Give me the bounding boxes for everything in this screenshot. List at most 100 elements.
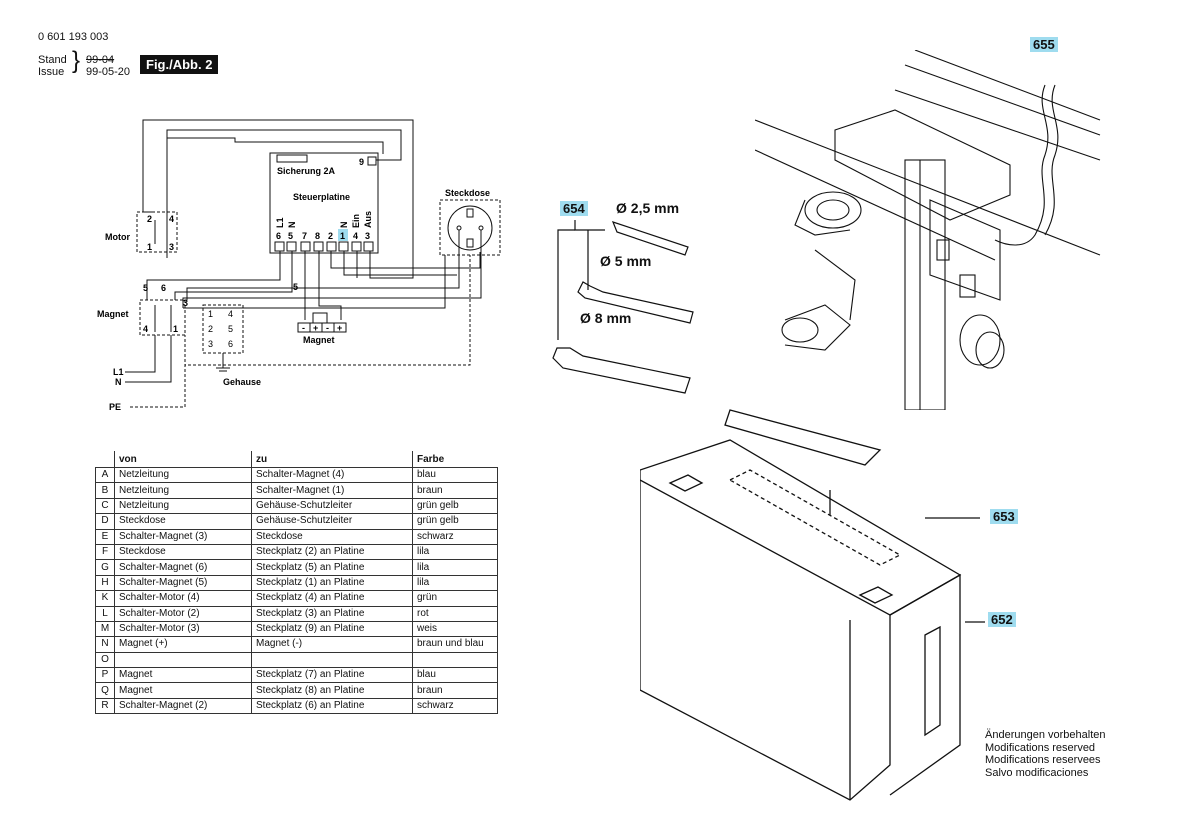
- row-code: Q: [95, 682, 115, 699]
- svg-text:4: 4: [353, 231, 358, 241]
- row-color: braun: [412, 682, 498, 699]
- row-code: L: [95, 605, 115, 622]
- row-to: Steckplatz (2) an Platine: [251, 543, 413, 561]
- old-date: 99-04: [86, 54, 115, 66]
- key-size-2: Ø 5 mm: [600, 253, 652, 269]
- row-to: Steckplatz (8) an Platine: [251, 682, 413, 699]
- svg-text:7: 7: [302, 231, 307, 241]
- row-to: Steckplatz (6) an Platine: [251, 697, 413, 715]
- row-from: Schalter-Magnet (5): [114, 574, 252, 592]
- magnet-switch: [139, 299, 186, 336]
- row-from: Steckdose: [114, 543, 252, 561]
- svg-text:5: 5: [288, 231, 293, 241]
- wiring-diagram: Sicherung 2A Steuerplatine 9 6 5 7 8 2 1…: [97, 119, 501, 412]
- note-de: Änderungen vorbehalten: [985, 729, 1106, 741]
- svg-text:2: 2: [328, 231, 333, 241]
- svg-text:6: 6: [161, 283, 166, 293]
- row-color: rot: [412, 605, 498, 622]
- row-color: [412, 651, 498, 669]
- row-from: Magnet: [114, 682, 252, 699]
- svg-text:4: 4: [169, 214, 174, 224]
- svg-text:4: 4: [228, 309, 233, 319]
- row-from: Schalter-Motor (4): [114, 590, 252, 607]
- case-drawing: [640, 409, 985, 801]
- row-from: Magnet: [114, 667, 252, 684]
- magnet-label: Magnet: [303, 335, 335, 345]
- svg-text:N: N: [339, 222, 349, 229]
- part-652-callout: 652: [988, 612, 1016, 627]
- row-to: Steckplatz (9) an Platine: [251, 620, 413, 638]
- row-code: K: [95, 590, 115, 607]
- svg-text:N: N: [287, 222, 297, 229]
- row-from: Netzleitung: [114, 482, 252, 499]
- row-code: E: [95, 528, 115, 545]
- svg-text:3: 3: [169, 242, 174, 252]
- svg-text:1: 1: [340, 231, 345, 241]
- brace-icon: }: [72, 47, 81, 74]
- control-board-outline: [269, 152, 379, 254]
- row-code: H: [95, 574, 115, 592]
- svg-text:1: 1: [208, 309, 213, 319]
- row-to: Magnet (-): [251, 636, 413, 653]
- note-es: Salvo modificaciones: [985, 766, 1089, 779]
- terminal-9-label: 9: [359, 157, 364, 167]
- svg-text:Aus: Aus: [363, 211, 373, 228]
- motor-pin-labels: 2 4 1 3: [147, 214, 174, 252]
- svg-text:2: 2: [208, 324, 213, 334]
- row-from: Schalter-Motor (3): [114, 620, 252, 638]
- terminal-number-row: 6 5 7 8 2 1 4 3: [276, 229, 370, 241]
- row-color: grün gelb: [412, 513, 498, 530]
- row-to: Schalter-Magnet (4): [251, 466, 413, 484]
- magnet-switch-label: Magnet: [97, 309, 129, 319]
- svg-text:2: 2: [147, 214, 152, 224]
- l1-label: L1: [113, 367, 124, 377]
- housing-pin-labels: 1 4 2 5 3 6: [208, 309, 233, 349]
- row-code: R: [95, 697, 115, 715]
- row-from: Schalter-Magnet (2): [114, 697, 252, 715]
- issue-date: 99-05-20: [86, 66, 131, 78]
- svg-text:3: 3: [183, 298, 188, 308]
- row-code: P: [95, 667, 115, 684]
- row-to: Gehäuse-Schutzleiter: [251, 497, 413, 515]
- row-from: [114, 651, 252, 669]
- row-color: braun und blau: [412, 636, 498, 653]
- svg-text:-: -: [302, 323, 305, 333]
- note-fr: Modifications reservees: [985, 754, 1101, 766]
- svg-text:+: +: [337, 323, 342, 333]
- row-to: Steckplatz (5) an Platine: [251, 559, 413, 576]
- terminal-vertical-labels: L1 N N Ein Aus: [275, 211, 373, 228]
- fuse-label: Sicherung 2A: [277, 166, 336, 176]
- part-655-callout: 655: [1030, 37, 1058, 52]
- machine-detail-drawing: [755, 50, 1101, 410]
- note-en: Modifications reserved: [985, 741, 1096, 754]
- socket-label: Steckdose: [445, 188, 490, 198]
- board-label: Steuerplatine: [293, 192, 350, 202]
- part-number: 0 601 193 003: [38, 31, 109, 43]
- row-from: Magnet (+): [114, 636, 252, 653]
- row-color: schwarz: [412, 528, 498, 545]
- row-code: O: [95, 651, 115, 669]
- row-color: lila: [412, 543, 498, 561]
- housing-label: Gehause: [223, 377, 261, 387]
- key-size-1: Ø 2,5 mm: [616, 200, 680, 216]
- row-from: Schalter-Motor (2): [114, 605, 252, 622]
- row-code: B: [95, 482, 115, 499]
- n-label: N: [115, 377, 122, 387]
- row-color: blau: [412, 466, 498, 484]
- row-color: lila: [412, 574, 498, 592]
- row-code: D: [95, 513, 115, 530]
- issue-label: Issue: [38, 66, 65, 78]
- motor-label: Motor: [105, 232, 130, 242]
